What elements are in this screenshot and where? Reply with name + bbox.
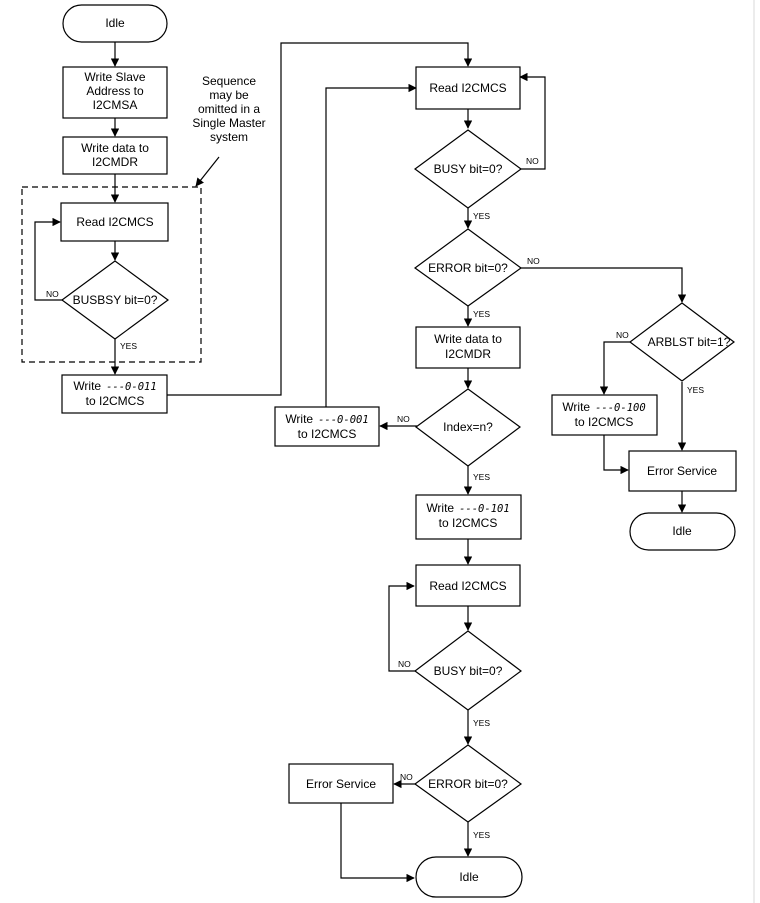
read-i2cmcs-center2-label: Read I2CMCS	[429, 579, 506, 593]
label-no-busy1: NO	[526, 156, 539, 166]
busy-2-label: BUSY bit=0?	[434, 664, 503, 678]
busy-decision-1	[413, 129, 523, 209]
write-100-box	[551, 394, 658, 436]
write-101-prefix: Write	[426, 501, 454, 515]
label-yes-busy1: YES	[473, 211, 490, 221]
label-no-busy2: NO	[398, 659, 411, 669]
write-data-top-line1: Write data to	[81, 141, 149, 155]
idle-bottom-label: Idle	[459, 870, 479, 884]
idle-bottom-terminator	[415, 856, 523, 898]
write-011-line2: to I2CMCS	[86, 394, 145, 408]
idle-start-terminator	[62, 4, 168, 43]
read-i2cmcs-left-label: Read I2CMCS	[76, 215, 153, 229]
error-service-right-box	[628, 450, 737, 492]
label-no-busbsy: NO	[46, 289, 59, 299]
write-slave-line1: Write Slave	[84, 70, 145, 84]
write-100-prefix: Write	[562, 400, 590, 414]
note-line3: omitted in a	[198, 102, 260, 116]
write-100-line2: to I2CMCS	[575, 415, 634, 429]
error-decision-1	[413, 228, 523, 307]
note-line4: Single Master	[192, 116, 265, 130]
write-001-code: ---0-001	[318, 414, 369, 426]
label-no-error2: NO	[400, 772, 413, 782]
idle-start-label: Idle	[105, 16, 125, 30]
write-data-top-line2: I2CMDR	[92, 155, 138, 169]
busy-1-label: BUSY bit=0?	[434, 162, 503, 176]
error-service-bottom-box	[288, 763, 394, 804]
idle-right-label: Idle	[672, 524, 692, 538]
write-100-code: ---0-100	[595, 402, 646, 414]
branch-labels: NO YES NO YES NO YES NO YES NO YES NO YE…	[46, 156, 704, 840]
write-101-line2: to I2CMCS	[439, 516, 498, 530]
write-001-line2: to I2CMCS	[298, 427, 357, 441]
note-line1: Sequence	[202, 74, 256, 88]
busy-decision-2	[413, 630, 523, 711]
label-no-index: NO	[397, 414, 410, 424]
write-101-line1: Write ---0-101	[426, 501, 509, 515]
label-yes-busy2: YES	[473, 718, 490, 728]
connectors	[34, 42, 687, 883]
error-decision-2	[413, 744, 523, 823]
write-101-box	[415, 494, 522, 540]
read-i2cmcs-left-box	[60, 202, 169, 242]
read-i2cmcs-center2-box	[415, 564, 521, 607]
write-data-mid-box	[415, 326, 521, 369]
arblst-label: ARBLST bit=1?	[648, 335, 731, 349]
write-001-prefix: Write	[285, 412, 313, 426]
label-no-arblst: NO	[616, 330, 629, 340]
write-slave-line2: Address to	[86, 84, 144, 98]
write-data-mid-line1: Write data to	[434, 332, 502, 346]
label-yes-error1: YES	[473, 309, 490, 319]
write-011-box	[61, 374, 168, 414]
index-label: Index=n?	[443, 420, 493, 434]
busbsy-label: BUSBSY bit=0?	[73, 293, 158, 307]
write-101-code: ---0-101	[459, 503, 510, 515]
note-line5: system	[210, 130, 248, 144]
read-i2cmcs-center1-label: Read I2CMCS	[429, 81, 506, 95]
label-yes-error2: YES	[473, 830, 490, 840]
error-2-label: ERROR bit=0?	[428, 777, 508, 791]
read-i2cmcs-center1-box	[415, 66, 521, 110]
write-001-box	[274, 406, 380, 447]
write-011-line1: Write ---0-011	[73, 379, 156, 393]
label-yes-index: YES	[473, 472, 490, 482]
label-yes-arblst: YES	[687, 385, 704, 395]
page-edge	[754, 0, 760, 903]
write-slave-line3: I2CMSA	[93, 98, 138, 112]
index-decision	[414, 388, 522, 467]
write-100-line1: Write ---0-100	[562, 400, 645, 414]
write-011-code: ---0-011	[106, 381, 157, 393]
error-service-right-label: Error Service	[647, 464, 717, 478]
busbsy-decision	[60, 260, 170, 340]
error-1-label: ERROR bit=0?	[428, 261, 508, 275]
idle-right-terminator	[629, 512, 736, 551]
write-001-line1: Write ---0-001	[285, 412, 368, 426]
error-service-bottom-label: Error Service	[306, 777, 376, 791]
write-data-top-box	[62, 136, 168, 175]
optional-sequence-region	[21, 186, 202, 363]
write-011-prefix: Write	[73, 379, 101, 393]
note-line2: may be	[209, 88, 249, 102]
write-data-mid-line2: I2CMDR	[445, 347, 491, 361]
arblst-decision	[629, 302, 735, 382]
label-yes-busbsy: YES	[120, 341, 137, 351]
write-slave-address-box	[62, 66, 168, 119]
label-no-error1: NO	[527, 256, 540, 266]
